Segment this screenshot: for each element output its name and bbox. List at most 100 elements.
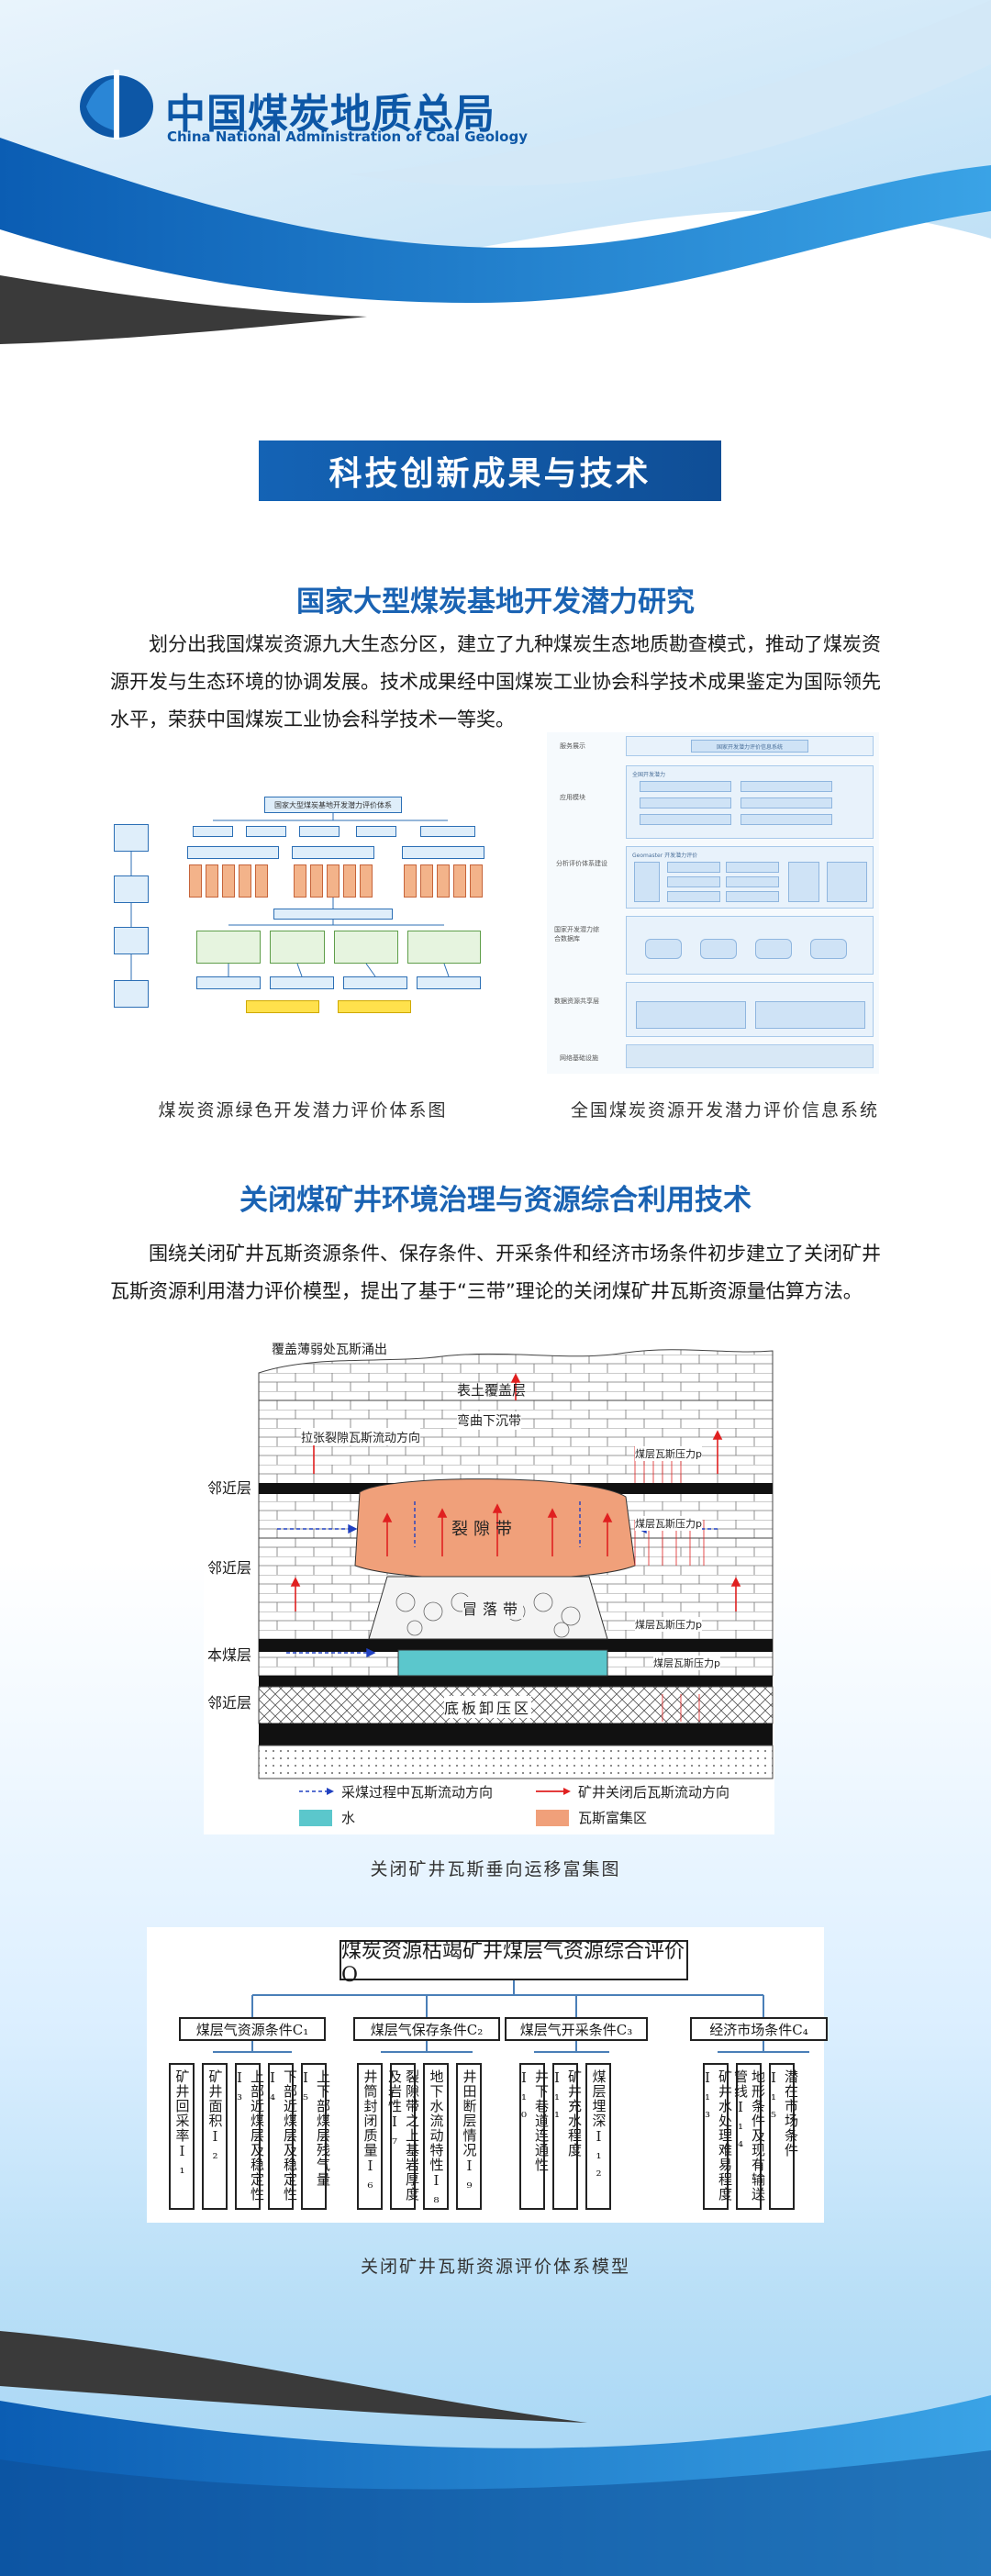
sys-cell [667,862,720,873]
eval-category: 煤层气资源条件C₁ [179,2017,326,2041]
section2-title: 关闭煤矿井环境治理与资源综合利用技术 [239,1184,752,1217]
sys-module-panel: 全国开发潜力 [626,765,874,839]
sys-engine-title: Geomaster 开发潜力评价 [632,853,698,859]
gas-fracture-flow: 拉张裂隙瓦斯流动方向 [301,1428,421,1445]
strata-label: 邻近层 [207,1559,252,1577]
section1-paragraph: 划分出我国煤炭资源九大生态分区，建立了九种煤炭生态地质勘查模式，推动了煤炭资源开… [110,633,881,730]
sys-module-title: 全国开发潜力 [632,772,666,778]
fc-node [343,976,407,989]
eval-indicator: 矿井水处理难易程度I₁₃ [699,2063,733,2210]
fc-factor [294,864,306,898]
sys-label: 网络基础设施 [560,1054,598,1062]
gas-pressure-label: 煤层瓦斯压力p [635,1516,702,1531]
fc-factor [343,864,356,898]
sys-cell [667,876,720,887]
sys-db-icon [645,939,682,959]
sys-share-panel [626,982,874,1037]
sys-cell [827,862,867,902]
fc-factor [206,864,218,898]
eval-model-connectors [213,1980,809,2053]
section2-paragraph: 围绕关闭矿井瓦斯资源条件、保存条件、开采条件和经济市场条件初步建立了关闭矿井瓦斯… [110,1243,881,1302]
fc-factor [239,864,251,898]
sys-cell [726,876,779,887]
strata-label: 邻近层 [207,1694,252,1712]
gas-pressure-label: 煤层瓦斯压力p [635,1617,702,1632]
eval-indicator: 井下巷道连通性I₁₀ [516,2063,550,2210]
eval-indicator: 矿井回采率I₁ [169,2063,195,2210]
fc-factor [470,864,483,898]
fc-factor [255,864,268,898]
figure1-caption: 煤炭资源绿色开发潜力评价体系图 [158,1100,448,1121]
sys-cell [640,814,731,825]
eval-category: 煤层气保存条件C₂ [353,2017,500,2041]
eval-indicator: 上下部煤层残气量I₅ [297,2063,331,2210]
gas-floor-zone: 底板卸压区 [444,1696,532,1718]
legend-water: 水 [341,1810,356,1826]
eval-indicator: 潜在市场条件I₁₅ [765,2063,799,2210]
gas-layer-top: 表土覆盖层 [457,1382,527,1399]
sys-db-icon [755,939,792,959]
eval-model-title: 煤炭资源枯竭矿井煤层气资源综合评价O [340,1940,688,1987]
org-name-cn: 中国煤炭地质总局 [165,91,496,138]
fc-node [299,826,340,837]
fc-node [114,824,149,852]
fc-factor [189,864,202,898]
fc-node [246,826,286,837]
fc-node [270,976,334,989]
fc-node [420,826,475,837]
fc-node [114,875,149,903]
fc-node [356,826,396,837]
eval-indicator: 下部近煤层及稳定性I₄ [264,2063,298,2210]
eval-indicator: 地形条件及现有输送管线I₁₄ [732,2063,766,2210]
legend-closed-flow: 矿井关闭后瓦斯流动方向 [578,1784,730,1801]
fc-green-node [270,931,325,964]
org-name-en: China National Administration of Coal Ge… [167,128,528,145]
eval-indicator: 裂隙带之上基岩厚度及岩性I₇ [386,2063,420,2210]
sys-label: 应用模块 [560,794,585,801]
page-title-banner: 科技创新成果与技术 [259,440,721,501]
sys-label: 服务展示 [560,742,585,750]
sys-db-icon [810,939,847,959]
fc-factor [310,864,323,898]
fc-node [417,976,481,989]
strata-label: 邻近层 [207,1479,252,1497]
fc-node [114,927,149,954]
fc-node [187,846,279,859]
fc-factor [437,864,450,898]
sys-network-panel [626,1044,874,1068]
sys-label: 分析评价体系建设 [556,860,607,867]
sys-db-panel [626,916,874,975]
eval-category: 煤层气开采条件C₃ [505,2017,648,2041]
gas-pressure-label: 煤层瓦斯压力p [635,1446,702,1461]
fc-node [193,826,233,837]
sys-cell [740,781,832,792]
eval-indicator: 上部近煤层及稳定性I₃ [231,2063,265,2210]
sys-cell [755,1001,865,1029]
sys-cell [788,862,819,902]
sys-db-icon [700,939,737,959]
fc-node [402,846,484,859]
fc-node [114,980,149,1008]
figure3-caption: 关闭矿井瓦斯垂向运移富集图 [370,1859,621,1879]
figure-gas-migration: 覆盖薄弱处瓦斯涌出 表土覆盖层 弯曲下沉带 拉张裂隙瓦斯流动方向 裂隙带 冒落带… [204,1336,774,1834]
logo-icon [80,70,153,139]
sys-label: 国家开发潜力综合数据库 [554,926,599,942]
sys-label: 数据资源共享层 [554,998,599,1005]
gas-fissure-zone: 裂隙带 [451,1520,518,1539]
sys-cell [667,891,720,902]
fc-green-node [196,931,261,964]
section1-title: 国家大型煤炭基地开发潜力研究 [296,585,695,619]
sys-top-panel: 国家开发潜力评价信息系统 [626,736,874,756]
fc-connectors [130,813,450,980]
figure-evaluation-system: 国家大型煤炭基地开发潜力评价体系 [108,787,512,1035]
sys-cell [640,797,731,808]
gas-caving-zone: 冒落带 [462,1597,524,1619]
eval-indicator: 矿井充水程度I₁₁ [549,2063,583,2210]
fc-green-node [334,931,398,964]
eval-indicator: 煤层埋深I₁₂ [585,2063,611,2210]
eval-indicator: 井田断层情况I₉ [456,2063,482,2210]
figure-info-system: 服务展示 应用模块 分析评价体系建设 国家开发潜力综合数据库 数据资源共享层 网… [547,732,879,1074]
gas-legend-symbols [299,1788,571,1826]
fc-yellow-node [246,1000,319,1013]
sys-cell [740,797,832,808]
